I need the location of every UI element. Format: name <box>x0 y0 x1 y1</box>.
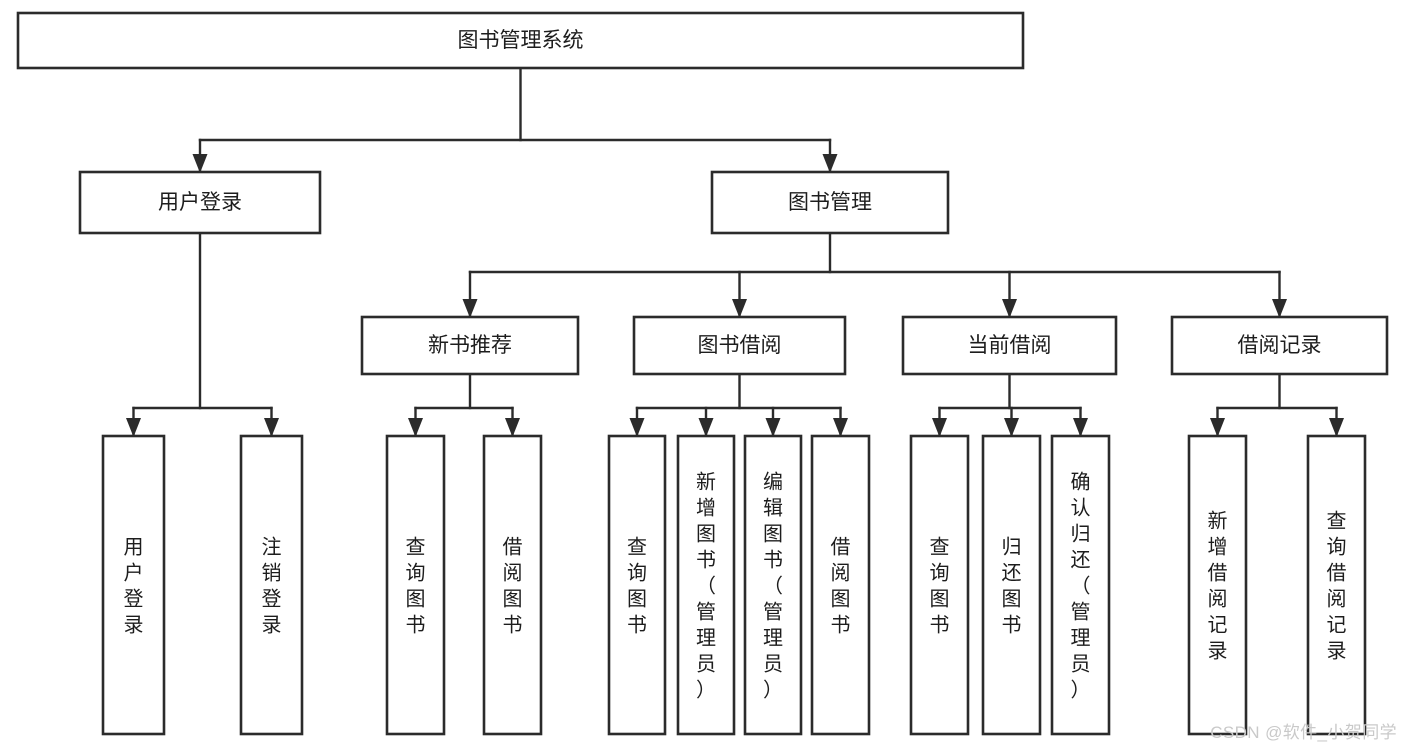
node-label: 注销登录 <box>262 535 282 636</box>
node-l-nb-borrow[interactable]: 借阅图书 <box>482 434 543 736</box>
node-label: 借阅记录 <box>1238 334 1322 357</box>
node-label: 当前借阅 <box>968 334 1052 357</box>
node-label: 查询借阅记录 <box>1327 509 1347 662</box>
node-label: 查询图书 <box>406 535 426 636</box>
node-label: 用户登录 <box>158 191 242 214</box>
node-label: 查询图书 <box>930 535 950 636</box>
arrow-head-icon <box>462 299 478 318</box>
node-layer: 图书管理系统用户登录图书管理新书推荐图书借阅当前借阅借阅记录用户登录注销登录查询… <box>16 11 1389 736</box>
node-n-record[interactable]: 借阅记录 <box>1170 315 1389 376</box>
arrow-head-icon <box>833 418 848 437</box>
node-l-nb-query[interactable]: 查询图书 <box>385 434 446 736</box>
node-box <box>1050 434 1111 736</box>
arrow-head-icon <box>1210 418 1225 437</box>
node-box <box>676 434 736 736</box>
node-l-user-login[interactable]: 用户登录 <box>101 434 166 736</box>
node-n-book-manage[interactable]: 图书管理 <box>710 170 950 235</box>
node-label: 图书管理 <box>788 191 872 214</box>
watermark-text: CSDN @软件_小贺同学 <box>1210 723 1397 742</box>
node-l-rc-query[interactable]: 查询借阅记录 <box>1306 434 1367 736</box>
arrow-head-icon <box>264 418 279 437</box>
node-box <box>901 315 1118 376</box>
node-l-cb-query[interactable]: 查询图书 <box>909 434 970 736</box>
node-box <box>1187 434 1248 736</box>
node-box <box>16 11 1025 70</box>
node-box <box>909 434 970 736</box>
node-label: 借阅图书 <box>831 535 851 636</box>
arrow-head-icon <box>698 418 714 437</box>
node-box <box>360 315 580 376</box>
arrow-head-icon <box>1329 418 1344 437</box>
arrow-head-icon <box>732 299 747 318</box>
node-box <box>810 434 871 736</box>
arrow-head-icon <box>765 418 781 437</box>
node-box <box>743 434 803 736</box>
node-box <box>710 170 950 235</box>
node-box <box>482 434 543 736</box>
node-n-user-login[interactable]: 用户登录 <box>78 170 322 235</box>
node-label: 归还图书 <box>1002 535 1022 636</box>
node-label: 借阅图书 <box>503 535 523 636</box>
node-label: 图书管理系统 <box>458 29 584 52</box>
node-l-bb-edit[interactable]: 编辑图书（管理员） <box>743 434 803 736</box>
node-label: 新增图书（管理员） <box>696 470 716 701</box>
arrow-head-icon <box>1272 299 1287 318</box>
node-box <box>385 434 446 736</box>
arrow-head-icon <box>629 418 645 437</box>
arrow-head-icon <box>192 154 208 173</box>
arrow-head-icon <box>932 418 947 437</box>
node-box <box>239 434 304 736</box>
node-box <box>1306 434 1367 736</box>
arrow-head-icon <box>408 418 423 437</box>
node-label: 图书借阅 <box>698 334 782 357</box>
node-l-bb-query[interactable]: 查询图书 <box>607 434 667 736</box>
node-box <box>1170 315 1389 376</box>
node-l-cb-confirm[interactable]: 确认归还（管理员） <box>1050 434 1111 736</box>
node-l-cb-return[interactable]: 归还图书 <box>981 434 1042 736</box>
node-box <box>607 434 667 736</box>
node-label: 新增借阅记录 <box>1208 509 1228 662</box>
node-n-borrow[interactable]: 图书借阅 <box>632 315 847 376</box>
arrow-head-icon <box>1004 418 1019 437</box>
arrow-head-icon <box>1073 418 1088 437</box>
node-l-bb-add[interactable]: 新增图书（管理员） <box>676 434 736 736</box>
arrow-head-icon <box>1002 299 1017 318</box>
node-l-bb-borrow[interactable]: 借阅图书 <box>810 434 871 736</box>
node-label: 查询图书 <box>627 535 647 636</box>
node-box <box>101 434 166 736</box>
arrow-head-icon <box>822 154 838 173</box>
arrow-head-icon <box>505 418 520 437</box>
node-label: 用户登录 <box>124 536 144 636</box>
node-box <box>632 315 847 376</box>
node-l-rc-add[interactable]: 新增借阅记录 <box>1187 434 1248 736</box>
connector-layer <box>126 66 1344 437</box>
node-label: 编辑图书（管理员） <box>763 470 783 701</box>
node-n-current[interactable]: 当前借阅 <box>901 315 1118 376</box>
node-box <box>78 170 322 235</box>
node-root[interactable]: 图书管理系统 <box>16 11 1025 70</box>
node-box <box>981 434 1042 736</box>
node-label: 确认归还（管理员） <box>1071 470 1091 701</box>
node-n-new-book[interactable]: 新书推荐 <box>360 315 580 376</box>
arrow-head-icon <box>126 418 141 437</box>
node-label: 新书推荐 <box>428 334 512 357</box>
node-l-logout[interactable]: 注销登录 <box>239 434 304 736</box>
